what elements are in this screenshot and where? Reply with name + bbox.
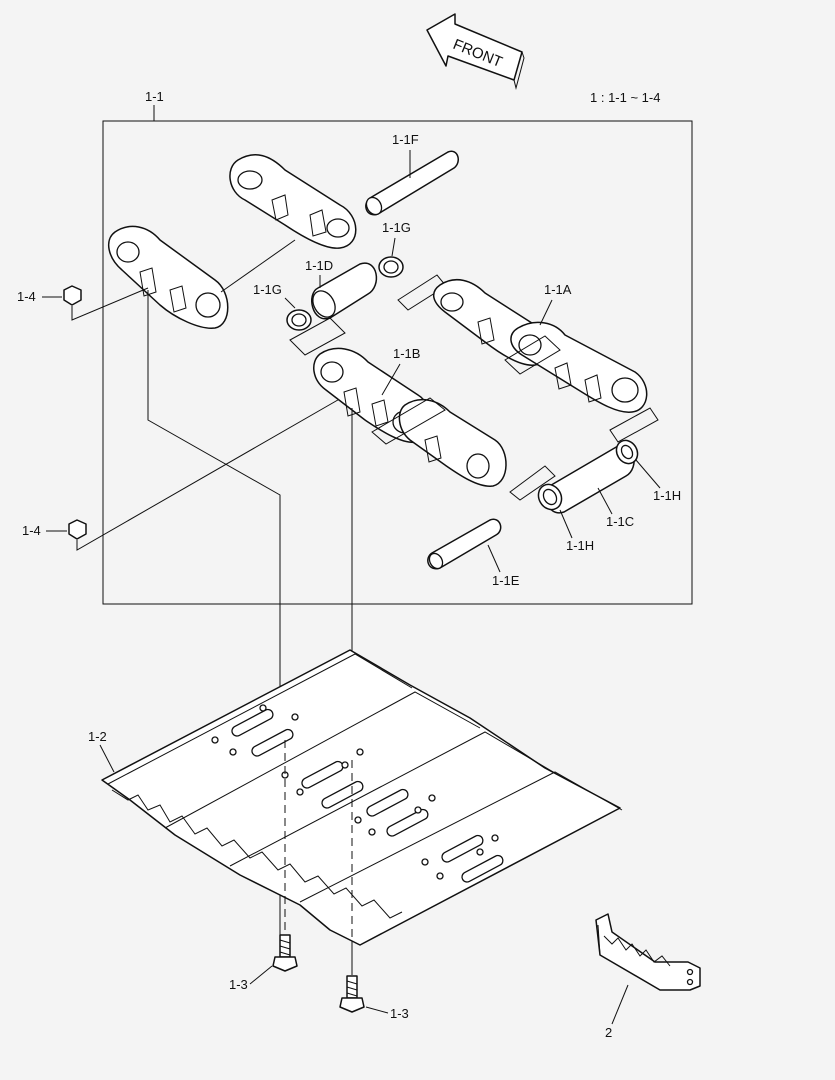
seal-lower-label: 1-1G	[253, 282, 282, 297]
pin-short-label: 1-1E	[492, 573, 520, 588]
seal-right-upper-label: 1-1H	[653, 488, 681, 503]
shoe-bolt-holes	[211, 704, 499, 880]
nut-lower-label: 1-4	[22, 523, 41, 538]
bracket	[595, 913, 701, 991]
bolt-right-label: 1-3	[390, 1006, 409, 1021]
pin-long-label: 1-1F	[392, 132, 419, 147]
shoe-slots	[231, 708, 504, 883]
nut-upper	[63, 285, 82, 306]
group-note: 1 : 1-1 ~ 1-4	[590, 90, 660, 105]
link-left-front	[107, 225, 229, 329]
link-left	[313, 347, 507, 487]
link-right-label: 1-1A	[544, 282, 572, 297]
track-shoe	[101, 649, 623, 946]
seal-lower	[286, 309, 312, 331]
front-arrow: FRONT	[426, 13, 525, 90]
pin-short	[427, 518, 502, 570]
bushing	[537, 439, 639, 514]
spacer-bushing	[311, 262, 378, 320]
nut-lower	[68, 519, 87, 540]
bolt-left	[272, 934, 298, 972]
track-shoe-label: 1-2	[88, 729, 107, 744]
assembly-label: 1-1	[145, 89, 164, 104]
link-left-label: 1-1B	[393, 346, 420, 361]
bushing-label: 1-1C	[606, 514, 634, 529]
bolt-right	[339, 975, 365, 1013]
bracket-label: 2	[605, 1025, 612, 1040]
spacer-bushing-label: 1-1D	[305, 258, 333, 273]
pin-long	[365, 150, 459, 216]
seal-upper	[378, 256, 404, 278]
nut-upper-label: 1-4	[17, 289, 36, 304]
link-right	[433, 278, 648, 413]
link-upper	[229, 154, 357, 249]
assembly-frame	[102, 120, 693, 605]
bolt-left-label: 1-3	[229, 977, 248, 992]
seal-upper-label: 1-1G	[382, 220, 411, 235]
seal-right-lower-label: 1-1H	[566, 538, 594, 553]
